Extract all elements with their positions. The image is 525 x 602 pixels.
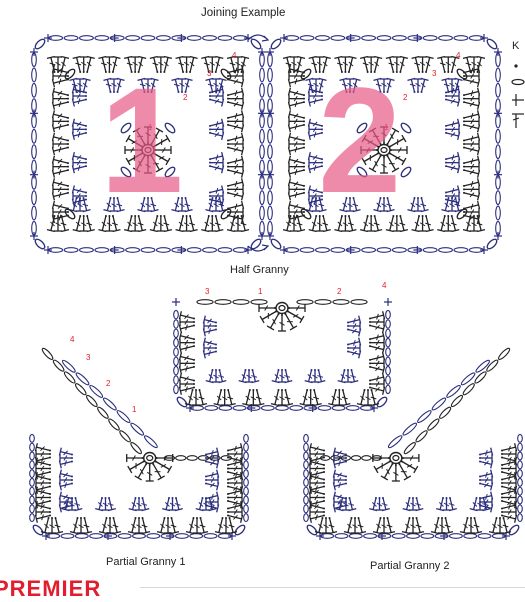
round-label: 2 [403, 93, 408, 102]
round-label: 1 [258, 287, 263, 296]
round-label: 1 [132, 405, 137, 414]
round-label: 2 [337, 287, 342, 296]
round-label: 4 [456, 51, 461, 60]
stitch-key [512, 64, 524, 128]
round-label: 3 [205, 287, 210, 296]
round-label: 4 [382, 281, 387, 290]
join-arrows [248, 35, 268, 251]
round-label: 4 [232, 51, 237, 60]
round-label: 4 [70, 335, 75, 344]
round-label: 3 [432, 69, 437, 78]
round-label: 2 [183, 93, 188, 102]
partial-granny-2-chart [304, 347, 523, 540]
half-granny-chart [172, 298, 392, 412]
round-label: 2 [106, 379, 111, 388]
round-label: 3 [207, 69, 212, 78]
square-number-1: 1 [100, 56, 183, 224]
square-number-2: 2 [318, 56, 401, 224]
round-label: 3 [86, 353, 91, 362]
